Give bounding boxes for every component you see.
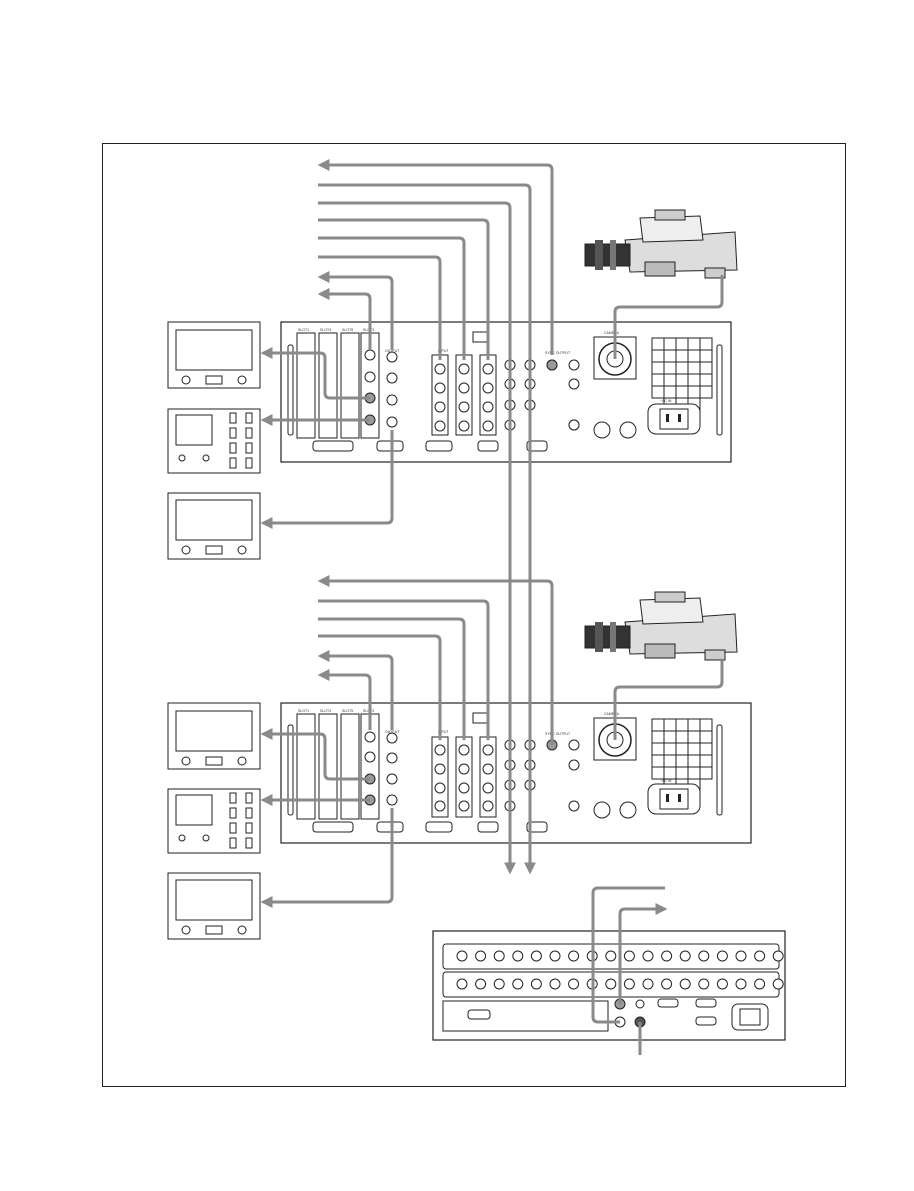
bnc-connector-icon (549, 950, 561, 962)
ac-in-label: ~AC IN (660, 399, 672, 403)
bnc-connector-icon (568, 978, 580, 990)
monitor-icon (167, 492, 261, 560)
slot-label: SLOT1 (298, 709, 309, 713)
bnc-connector-icon (661, 978, 673, 990)
bnc-connector-icon (475, 978, 487, 990)
bnc-connector-icon (698, 978, 710, 990)
bnc-connector-icon (642, 978, 654, 990)
sync-output-label: SYNC OUTPUT (545, 351, 571, 355)
video-camera-icon (584, 209, 738, 279)
waveform-monitor-icon (167, 408, 261, 474)
bnc-connector-icon (605, 950, 617, 962)
bnc-connector-icon (530, 978, 542, 990)
bnc-connector-icon (698, 950, 710, 962)
slot-label: SLOT4 (320, 328, 331, 332)
slot-label: SLOT1 (298, 328, 309, 332)
ac-in-label: ~AC IN (660, 779, 672, 783)
ac-inlet-icon: ~AC IN (647, 399, 701, 435)
slot-label: SLOT4 (320, 709, 331, 713)
bnc-connector-icon (661, 950, 673, 962)
router-panel-icon (432, 930, 786, 1041)
bnc-connector-icon (623, 950, 635, 962)
monitor-icon (167, 321, 261, 389)
bnc-connector-icon (512, 978, 524, 990)
bnc-connector-icon (772, 950, 784, 962)
ccu-rack-icon: SLOT1 SLOT4 SLOT5 SLOT3 INPUT OUTPUT SYN… (280, 321, 732, 463)
bnc-connector-icon (512, 950, 524, 962)
sync-output-label: SYNC OUTPUT (545, 732, 571, 736)
bnc-connector-icon (493, 950, 505, 962)
bnc-connector-icon (716, 950, 728, 962)
camera-label: CAMERA (604, 712, 620, 716)
bnc-connector-icon (642, 950, 654, 962)
bnc-connector-icon (456, 978, 468, 990)
bnc-connector-icon (735, 950, 747, 962)
monitor-icon (167, 702, 261, 770)
ac-inlet-icon: ~AC IN (647, 779, 701, 815)
waveform-monitor-icon (167, 788, 261, 854)
output-label: OUTPUT (385, 730, 400, 734)
bnc-connector-icon (568, 950, 580, 962)
input-label: INPUT (438, 730, 449, 734)
ccu-rack-icon: SLOT1 SLOT4 SLOT5 SLOT3 INPUT OUTPUT SYN… (280, 702, 752, 844)
bnc-connector-icon (549, 978, 561, 990)
ac-inlet-icon (731, 1003, 769, 1031)
bnc-connector-icon (716, 978, 728, 990)
bnc-connector-icon (735, 978, 747, 990)
slot-label: SLOT5 (342, 709, 353, 713)
bnc-connector-icon (754, 950, 766, 962)
diagram-frame (102, 143, 846, 1087)
bnc-connector-icon (679, 950, 691, 962)
camera-label: CAMERA (604, 331, 620, 335)
monitor-icon (167, 872, 261, 940)
bnc-connector-icon (456, 950, 468, 962)
output-label: OUTPUT (385, 349, 400, 353)
bnc-connector-icon (623, 978, 635, 990)
bnc-connector-icon (605, 978, 617, 990)
video-camera-icon (584, 591, 738, 661)
input-label: INPUT (438, 349, 449, 353)
bnc-connector-icon (754, 978, 766, 990)
bnc-connector-icon (475, 950, 487, 962)
bnc-connector-icon (772, 978, 784, 990)
bnc-connector-icon (679, 978, 691, 990)
bnc-connector-icon (493, 978, 505, 990)
bnc-connector-icon (530, 950, 542, 962)
slot-label: SLOT5 (342, 328, 353, 332)
